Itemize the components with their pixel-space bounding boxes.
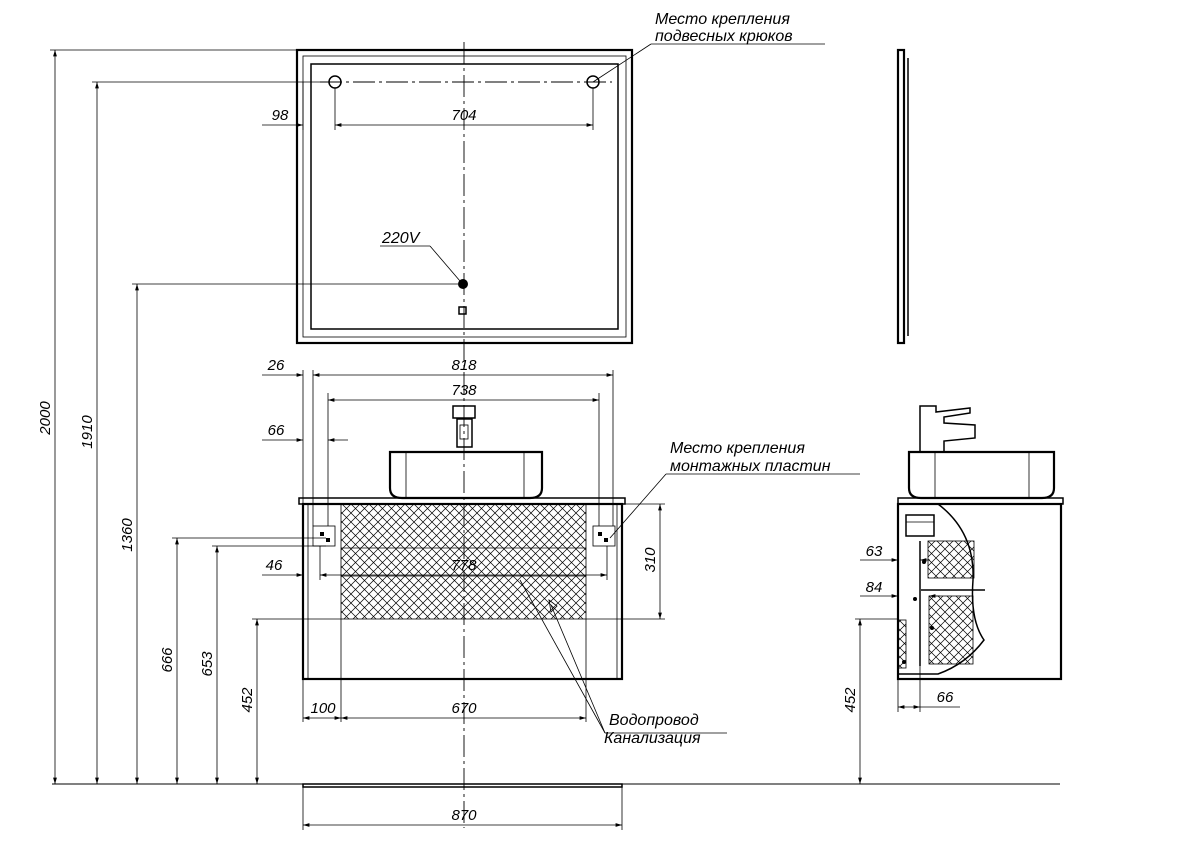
dim-870: 870: [451, 807, 477, 824]
hooks-label-line1: Место крепления: [655, 11, 790, 28]
basin-side: [907, 450, 1056, 500]
floor-plate: [302, 783, 623, 788]
side-dim-84: 84: [866, 579, 883, 596]
cabinet-front: [298, 497, 626, 681]
dim-666: 666: [159, 647, 176, 673]
drawer-cutout: [897, 503, 985, 675]
annotation-leaders: [380, 43, 860, 734]
dim-98: 98: [272, 107, 289, 124]
dim-452: 452: [239, 687, 256, 713]
side-dimensions: [855, 558, 960, 784]
power-point: [458, 279, 468, 289]
faucet-front: [452, 405, 476, 448]
water-label: Водопровод: [609, 712, 699, 729]
cabinet-side: [896, 497, 1064, 681]
dim-670: 670: [451, 700, 477, 717]
dim-2000: 2000: [37, 401, 54, 436]
power-switch: [458, 306, 467, 315]
dim-66: 66: [268, 422, 285, 439]
basin-front: [388, 450, 544, 500]
plate-right: [592, 525, 616, 547]
plates-label-line1: Место крепления: [670, 440, 805, 457]
faucet-side: [919, 405, 976, 453]
side-dim-452: 452: [842, 687, 859, 713]
hatched-niche: [340, 503, 587, 620]
horizontal-dimensions: [262, 82, 623, 830]
dim-738: 738: [451, 382, 477, 399]
drain-label: Канализация: [604, 730, 701, 747]
mirror-side: [896, 48, 909, 345]
power-label: 220V: [381, 230, 421, 247]
side-dim-63: 63: [866, 543, 883, 560]
dim-100: 100: [310, 700, 336, 717]
side-plate: [905, 514, 935, 537]
plates-label-line2: монтажных пластин: [670, 458, 831, 475]
dim-818: 818: [451, 357, 477, 374]
dim-1910: 1910: [79, 415, 96, 449]
vertical-dimensions: [50, 49, 665, 784]
dim-653: 653: [199, 651, 216, 677]
hooks-label-line2: подвесных крюков: [655, 28, 793, 45]
dim-778: 778: [451, 557, 477, 574]
dim-46: 46: [266, 557, 283, 574]
dim-310: 310: [642, 547, 659, 573]
dim-704: 704: [451, 107, 476, 124]
mirror-front: [295, 48, 634, 345]
dim-1360: 1360: [119, 518, 136, 552]
side-dim-66: 66: [937, 689, 954, 706]
dim-26: 26: [267, 357, 285, 374]
